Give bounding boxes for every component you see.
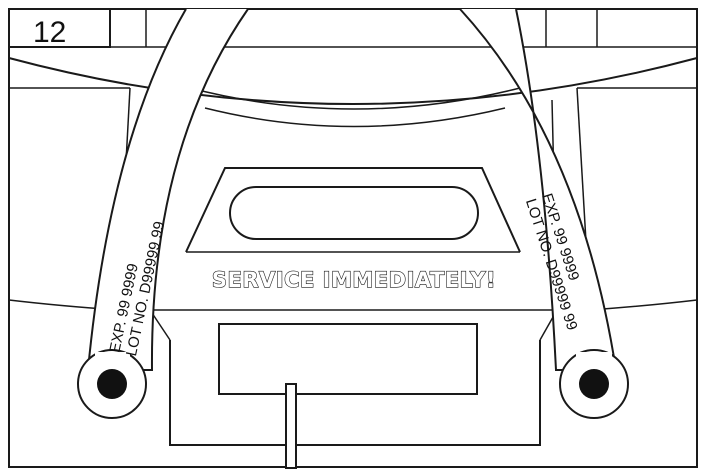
pull-pin: [285, 383, 297, 469]
right-tamper-tag: EXP. 99 9999 LOT NO. D99999 99: [459, 8, 629, 419]
right-tag-eyelet: [579, 369, 609, 399]
warning-label: SERVICE IMMEDIATELY!: [212, 268, 496, 292]
display-panel: [218, 323, 478, 395]
device-dome: [8, 57, 698, 128]
outer-frame: [8, 8, 698, 468]
step-number-box: 12: [9, 9, 111, 49]
step-number: 12: [33, 16, 66, 49]
left-tamper-tag: EXP. 99 9999 LOT NO. D99999 99: [77, 8, 249, 419]
indicator-housing: [150, 167, 557, 311]
left-tag-eyelet: [97, 369, 127, 399]
status-window: [229, 186, 479, 240]
